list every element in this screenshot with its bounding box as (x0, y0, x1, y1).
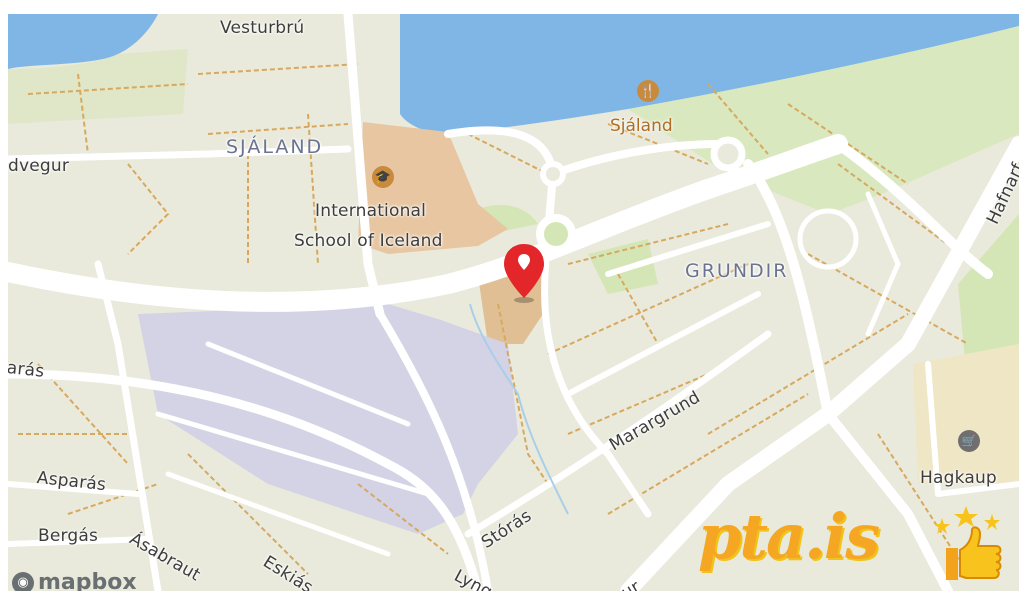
road (8, 369, 483, 591)
road (541, 240, 652, 518)
district-label-sjaland: SJÁLAND (226, 136, 324, 158)
road (464, 330, 772, 538)
road (8, 481, 141, 497)
street-label-aras: arás (8, 358, 46, 382)
road (565, 291, 761, 397)
stream (469, 303, 569, 515)
school-area (358, 122, 508, 254)
road (743, 159, 953, 591)
road (8, 536, 151, 547)
road (205, 341, 411, 427)
poi-label-school-line1[interactable]: International (315, 201, 427, 221)
mapbox-logo-icon: ◉ (12, 571, 34, 591)
water-area (8, 14, 158, 69)
school-icon[interactable]: 🎓 (372, 166, 394, 188)
mapbox-wordmark: mapbox (38, 570, 137, 591)
roundabout (710, 136, 746, 172)
map-pin-icon[interactable] (502, 242, 546, 304)
district-label-grundir: GRUNDIR (685, 260, 789, 282)
street-label-vesturbru: Vesturbrú (220, 18, 305, 38)
watermark-text: pta.is (698, 500, 880, 573)
water-area (400, 14, 1019, 134)
road (165, 471, 391, 557)
map-view[interactable]: SJÁLAND GRUNDIR Vesturbrú dvegur Hafnarf… (8, 14, 1019, 591)
shopping-icon[interactable]: 🛒 (958, 430, 980, 452)
poi-label-school-line2[interactable]: School of Iceland (294, 231, 443, 251)
road (549, 140, 722, 178)
poi-label-sjaland[interactable]: Sjáland (610, 116, 673, 136)
road (8, 145, 352, 163)
residential-area (138, 304, 518, 534)
map-canvas[interactable] (8, 14, 1019, 591)
poi-label-hagkaup[interactable]: Hagkaup (920, 468, 997, 488)
road (925, 361, 1019, 497)
park-area (8, 49, 188, 124)
thumbs-up-icon (934, 506, 1002, 580)
roundabout (797, 208, 859, 270)
road (865, 191, 901, 337)
roundabout (536, 214, 576, 254)
road (155, 411, 431, 497)
street-label-bergas: Bergás (38, 526, 99, 546)
restaurant-icon[interactable]: 🍴 (637, 80, 659, 102)
mapbox-attribution[interactable]: ◉ mapbox (12, 570, 137, 591)
road (376, 310, 492, 591)
street-label-dvegur: dvegur (8, 156, 70, 176)
retail-area (913, 344, 1019, 484)
road (94, 260, 162, 591)
road (605, 221, 771, 277)
road (343, 14, 385, 319)
roundabout (540, 161, 566, 187)
road (833, 139, 993, 279)
